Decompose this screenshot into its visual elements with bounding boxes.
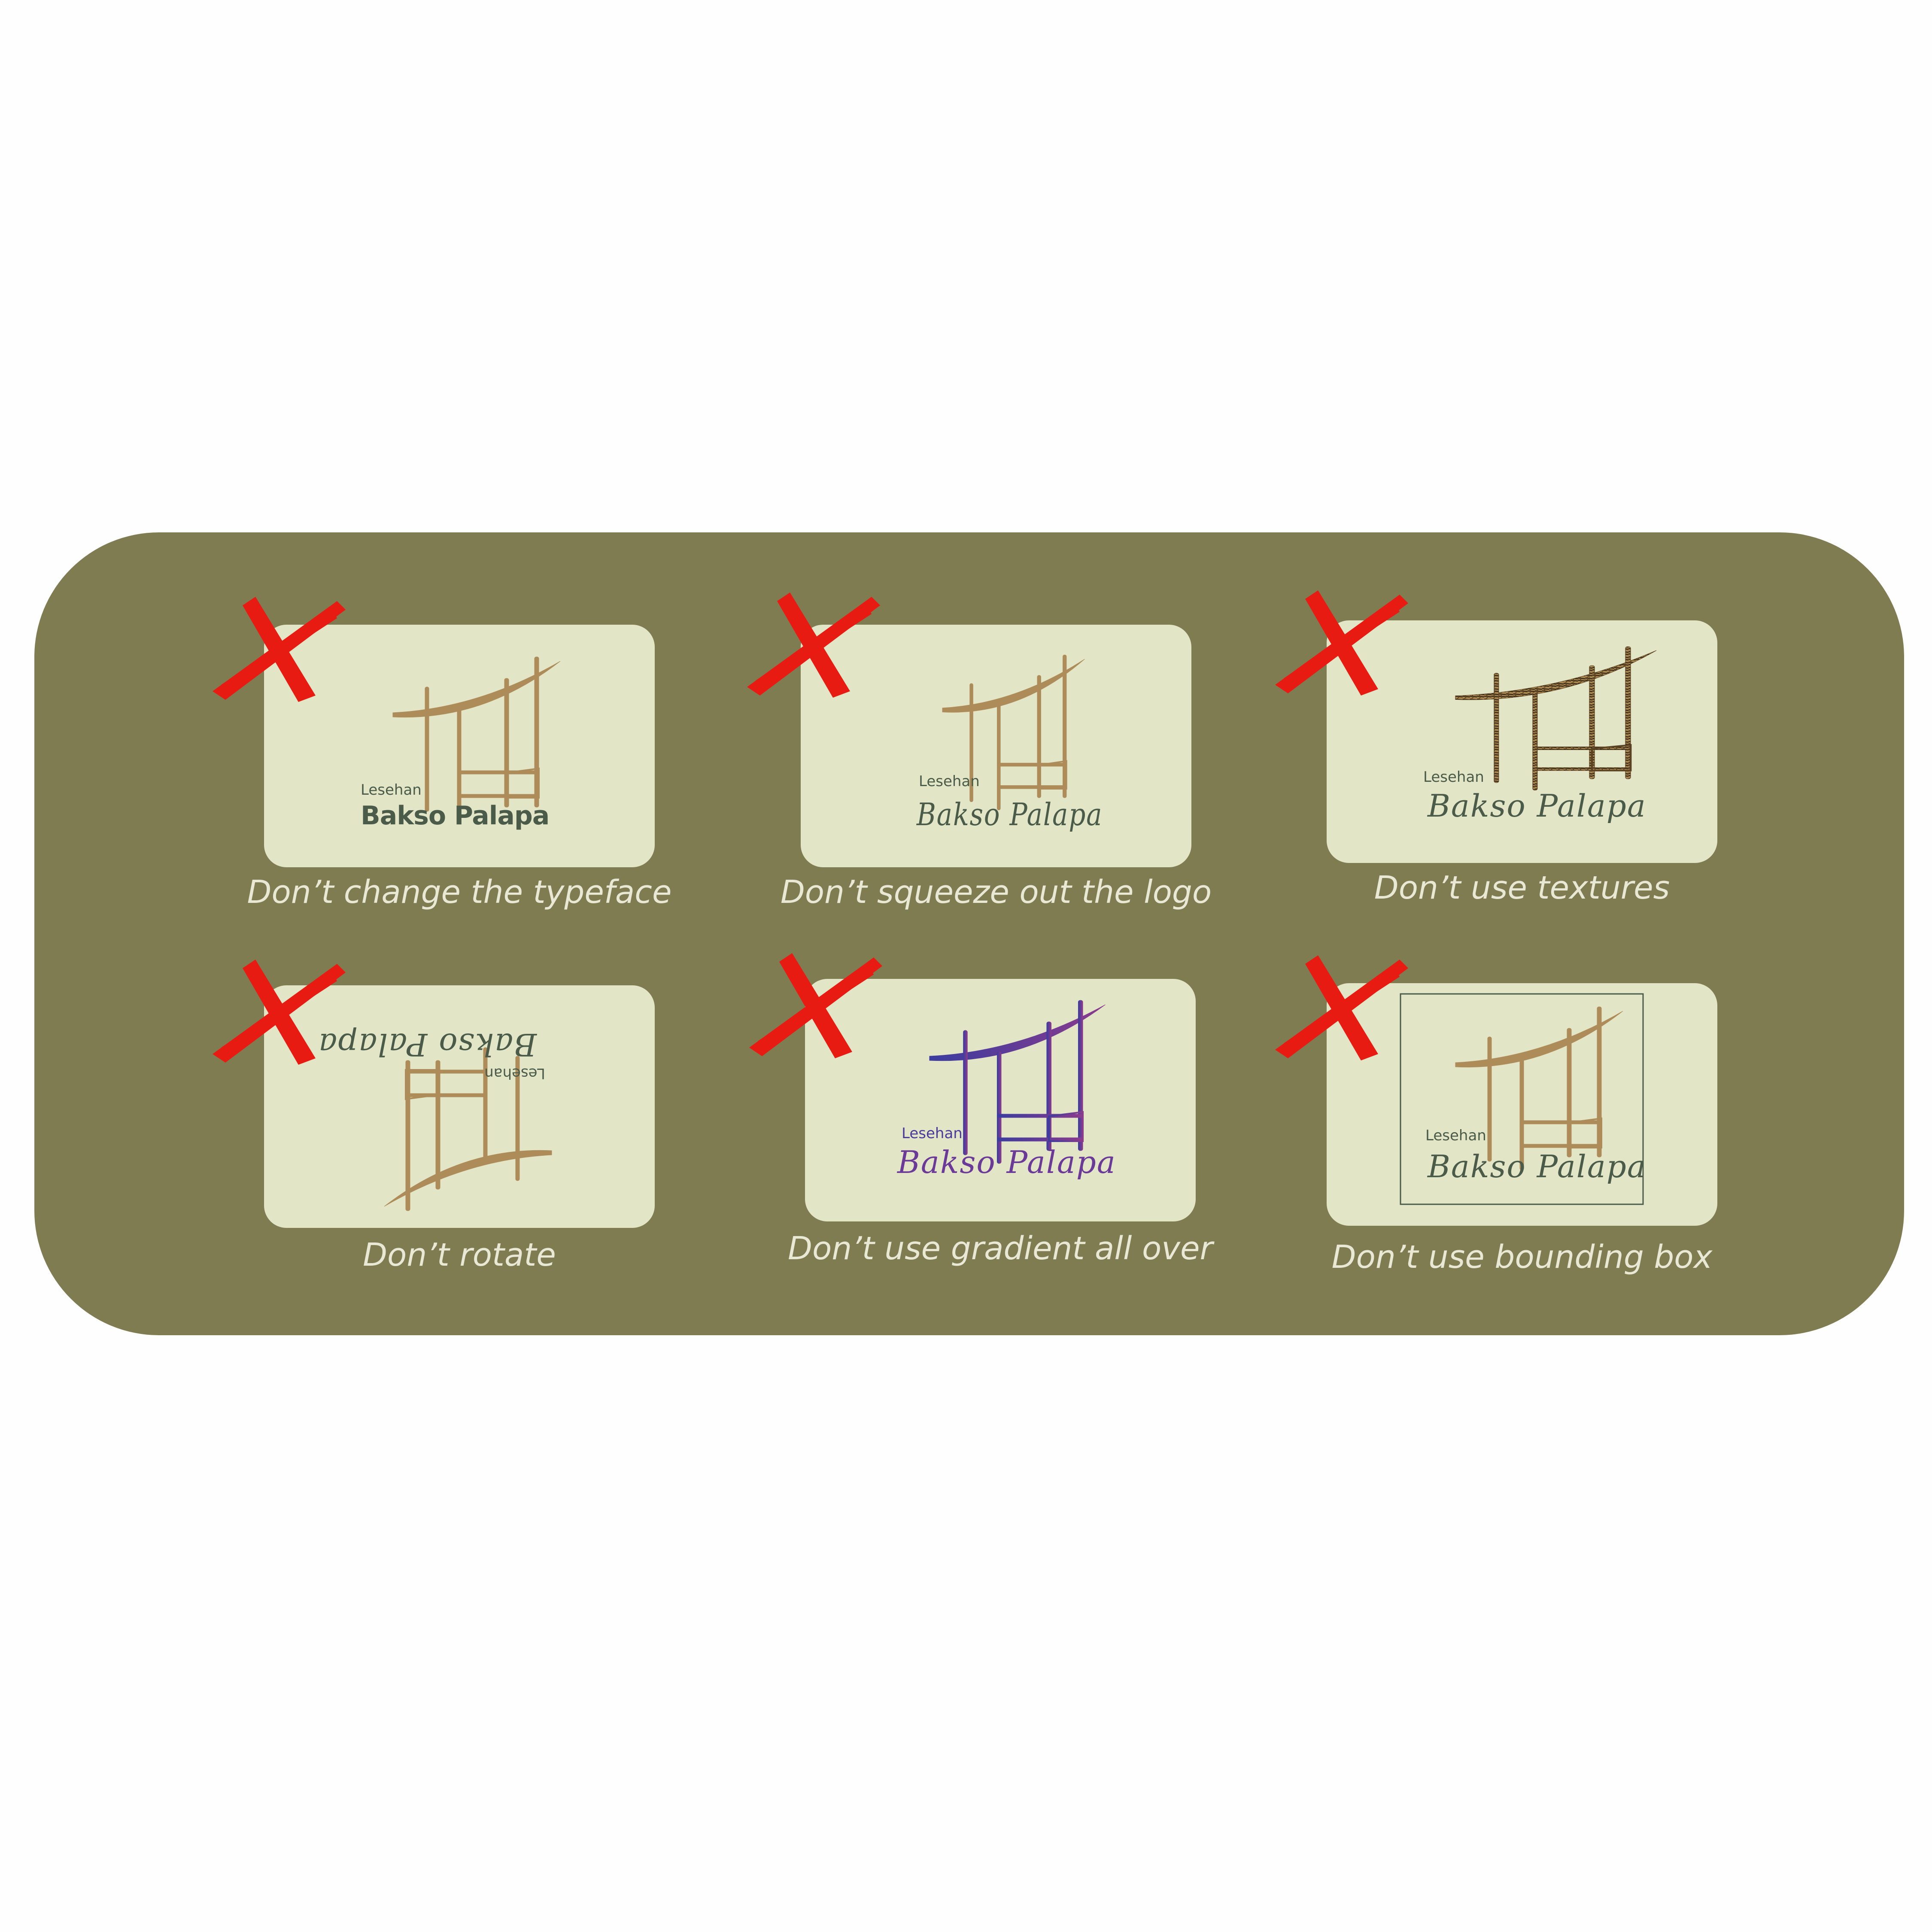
logo-name: Bakso Palapa <box>917 796 1103 832</box>
caption-typeface: Don’t change the typeface <box>247 874 672 911</box>
cross-mark-icon <box>208 592 350 704</box>
logo-name: Bakso Palapa <box>1428 788 1646 824</box>
caption-gradient: Don’t use gradient all over <box>788 1230 1213 1267</box>
logo-name: Bakso Palapa <box>318 1027 537 1063</box>
cross-mark-icon <box>743 588 884 700</box>
rule-card-squeeze: Lesehan Bakso Palapa <box>801 625 1191 867</box>
rule-card-rotate: Lesehan Bakso Palapa <box>264 985 655 1228</box>
logo-lesehan: Lesehan <box>1423 769 1484 786</box>
logo-mark <box>1400 993 1644 1205</box>
logo-lesehan: Lesehan <box>361 781 422 799</box>
caption-rotate: Don’t rotate <box>363 1236 556 1273</box>
cross-mark-icon <box>1271 951 1413 1063</box>
cross-mark-icon <box>745 949 887 1060</box>
caption-bounding-box: Don’t use bounding box <box>1331 1239 1713 1276</box>
rule-card-typeface: Lesehan Bakso Palapa <box>264 625 655 867</box>
caption-squeeze: Don’t squeeze out the logo <box>780 874 1212 911</box>
cross-mark-icon <box>208 955 350 1067</box>
logo-lesehan: Lesehan <box>919 773 980 790</box>
logo-lesehan: Lesehan <box>902 1125 963 1142</box>
logo-name: Bakso Palapa <box>361 801 550 831</box>
bounding-box <box>1400 993 1644 1205</box>
logo-lesehan: Lesehan <box>1425 1127 1486 1144</box>
logo-name: Bakso Palapa <box>1428 1148 1646 1185</box>
cross-mark-icon <box>1271 586 1413 698</box>
logo-name: Bakso Palapa <box>897 1144 1116 1180</box>
rule-card-bounding-box: Lesehan Bakso Palapa <box>1327 983 1717 1226</box>
logo-lesehan: Lesehan <box>484 1065 545 1082</box>
caption-textures: Don’t use textures <box>1374 869 1670 906</box>
rule-card-textures: Lesehan Bakso Palapa <box>1327 620 1717 863</box>
guidelines-panel: Lesehan Bakso Palapa Lesehan Bakso Palap… <box>34 532 1904 1335</box>
rule-card-gradient: Lesehan Bakso Palapa <box>805 979 1196 1221</box>
